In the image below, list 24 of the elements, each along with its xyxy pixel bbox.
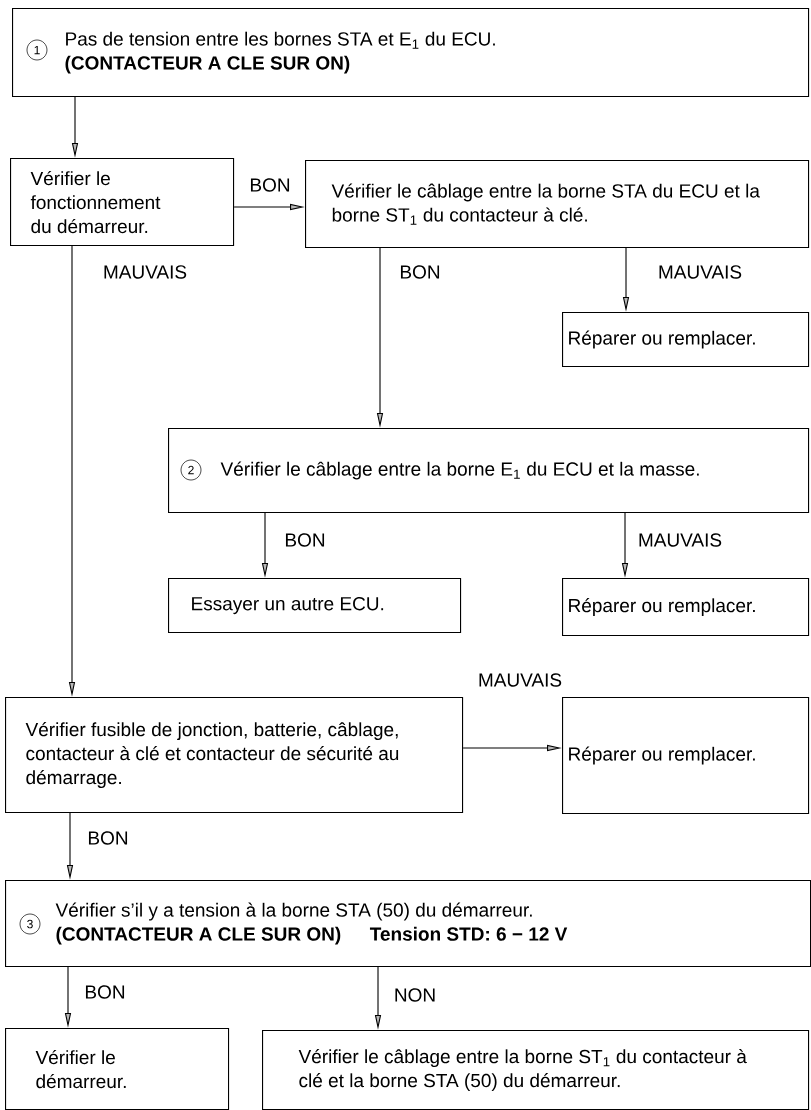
step-box: Vérifier le démarreur. (5, 1028, 230, 1110)
step-number: 1 (26, 39, 48, 61)
step-number: 2 (180, 459, 202, 481)
edge-label: BON (398, 264, 442, 280)
edge-label: MAUVAIS (656, 264, 744, 280)
step-box: Réparer ou remplacer. (562, 312, 810, 368)
edge-label: BON (86, 830, 130, 846)
edge-label: MAUVAIS (636, 532, 724, 548)
step-box: Vérifier le câblage entre la borne STA du ECU et la borne ST$_{1}$ du contacteur à clé. (305, 160, 810, 249)
step-box: Vérifier fusible de jonction, batterie, câblage, contacteur à clé et contacteur de sécurité au démarrage. (5, 697, 464, 814)
step-box: Essayer un autre ECU. (168, 578, 462, 634)
edge-label: BON (83, 984, 127, 1000)
step-number: 3 (19, 913, 41, 935)
step-box: Réparer ou remplacer. (562, 578, 810, 637)
edge-label: NON (392, 987, 438, 1003)
edge-label: BON (248, 177, 292, 193)
edge-label: MAUVAIS (476, 672, 564, 688)
step-box: Vérifier le fonctionnement du démarreur. (10, 158, 235, 247)
step-box: Réparer ou remplacer. (562, 697, 810, 815)
edge-label: BON (283, 532, 327, 548)
edge-label: MAUVAIS (101, 264, 189, 280)
node-label: (CONTACTEUR A CLE SUR ON) (65, 55, 350, 74)
step-box: Vérifier le câblage entre la borne ST$_{1}$ du contacteur à clé et la borne STA (50) du démarreur. (262, 1030, 810, 1110)
node-label: Pas de tension entre les bornes STA et E$_{1}$ du ECU. (66, 31, 495, 49)
